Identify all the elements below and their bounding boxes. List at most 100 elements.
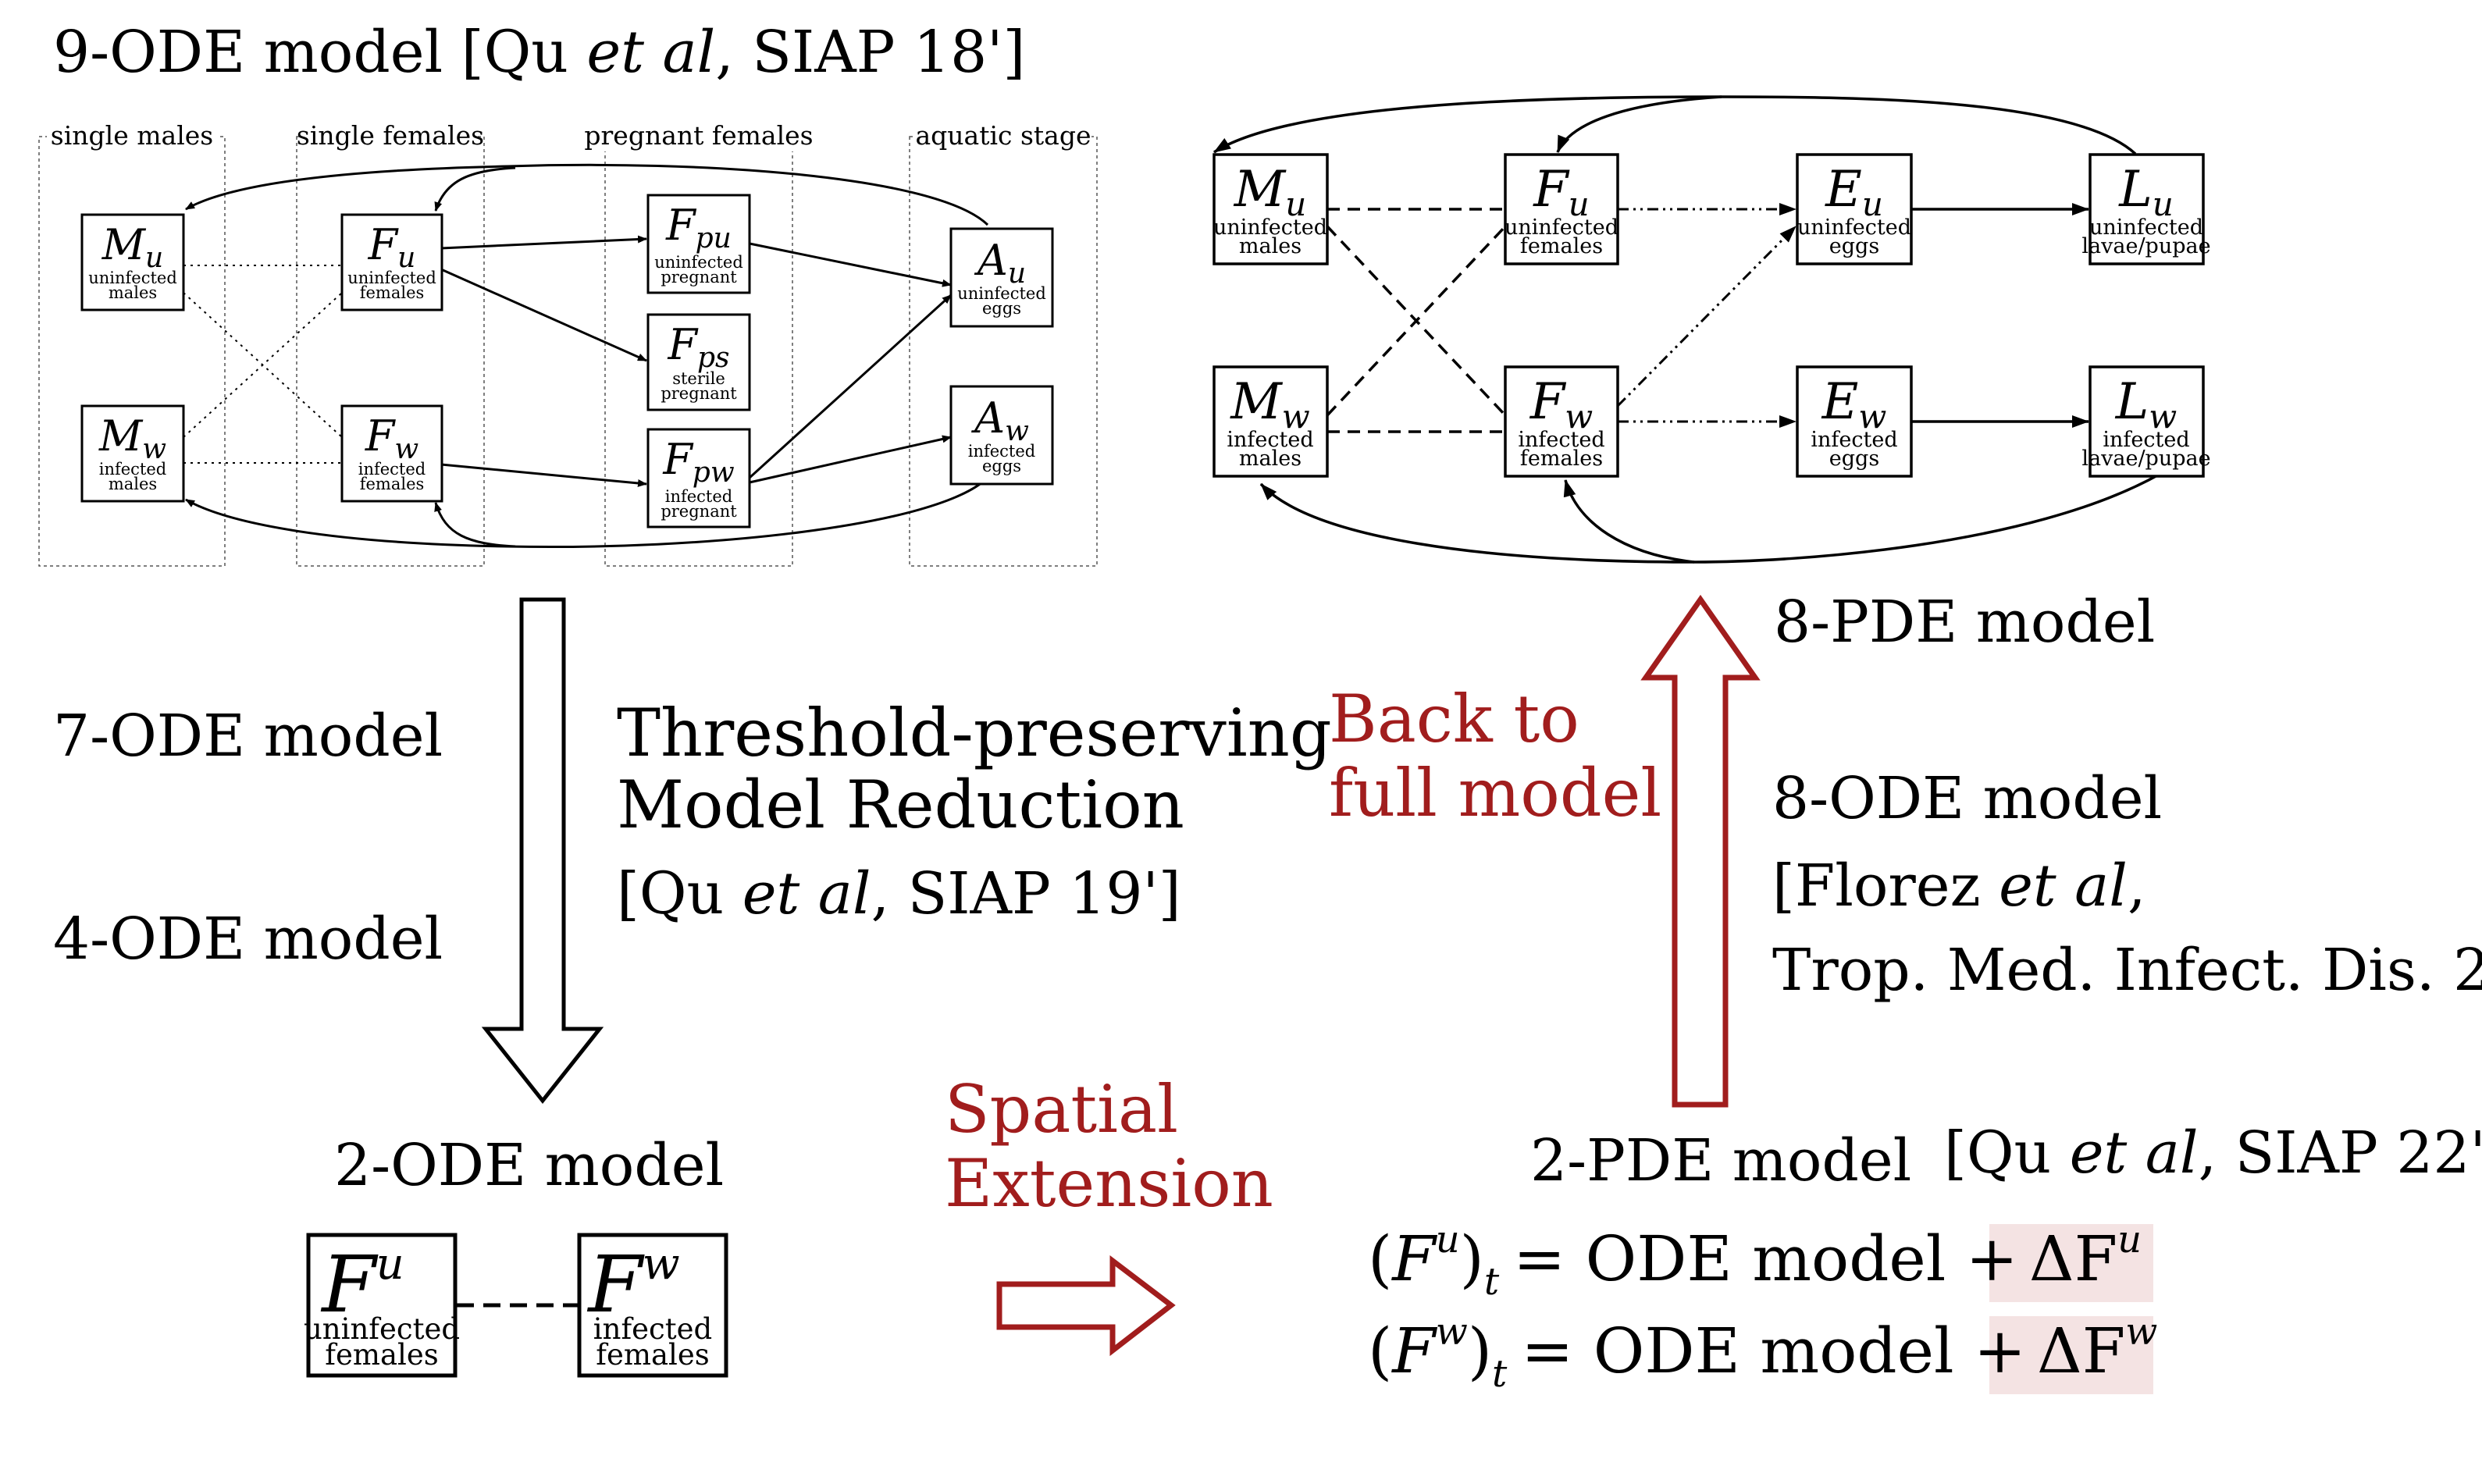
label-ode8: 8-ODE model bbox=[1772, 765, 2162, 832]
back-arrow bbox=[1640, 594, 1761, 1108]
node-fps: Fps sterile pregnant bbox=[646, 313, 751, 411]
eq1-highlight bbox=[1989, 1224, 2153, 1302]
label-ode7: 7-ODE model bbox=[53, 703, 443, 770]
svg-text:Mw: Mw bbox=[1230, 373, 1310, 436]
label-pde8: 8-PDE model bbox=[1774, 589, 2155, 656]
edge-aw-mw bbox=[185, 476, 989, 549]
svg-text:sterile: sterile bbox=[672, 369, 725, 388]
svg-text:females: females bbox=[325, 1338, 438, 1372]
pde-node-fu: Fu uninfected females bbox=[1504, 153, 1619, 265]
svg-text:uninfected: uninfected bbox=[957, 284, 1046, 303]
svg-text:females: females bbox=[596, 1338, 709, 1372]
svg-text:females: females bbox=[1520, 234, 1603, 258]
svg-text:Fpu: Fpu bbox=[665, 201, 732, 254]
pde8-edges bbox=[1213, 95, 2160, 564]
group-box-aquatic-stage bbox=[909, 136, 1098, 567]
reduction-line1: Threshold-preserving bbox=[617, 695, 1332, 771]
svg-text:Fw: Fw bbox=[1529, 373, 1593, 436]
svg-text:Fu: Fu bbox=[368, 220, 416, 274]
svg-text:Lu: Lu bbox=[2118, 161, 2174, 223]
group-box-single-males bbox=[38, 136, 226, 567]
node-fu: Fu uninfected females bbox=[340, 213, 443, 311]
svg-text:Mu: Mu bbox=[1234, 161, 1307, 223]
edge-fpw-au bbox=[748, 294, 953, 479]
spatial-line2: Extension bbox=[945, 1145, 1273, 1222]
svg-text:pregnant: pregnant bbox=[661, 502, 737, 521]
reduction-arrow bbox=[481, 597, 604, 1105]
svg-text:uninfected: uninfected bbox=[88, 269, 177, 287]
svg-text:infected: infected bbox=[99, 460, 167, 479]
svg-text:infected: infected bbox=[358, 460, 426, 479]
svg-text:uninfected: uninfected bbox=[2089, 215, 2203, 240]
svg-text:uninfected: uninfected bbox=[654, 253, 743, 272]
node-au: Au uninfected eggs bbox=[949, 227, 1054, 328]
node-fpu: Fpu uninfected pregnant bbox=[646, 194, 751, 294]
svg-text:pregnant: pregnant bbox=[661, 384, 737, 403]
svg-text:females: females bbox=[360, 283, 425, 302]
svg-text:uninfected: uninfected bbox=[347, 269, 436, 287]
svg-text:Mu: Mu bbox=[101, 220, 163, 274]
pde-equation-2: (Fw)t= ODE model +ΔFw bbox=[1368, 1310, 2157, 1396]
svg-text:Mw: Mw bbox=[98, 411, 166, 465]
svg-text:males: males bbox=[109, 283, 157, 302]
svg-text:Fu: Fu bbox=[320, 1239, 404, 1330]
group-label-pregnant-females: pregnant females bbox=[584, 120, 813, 151]
node-mu: Mu uninfected males bbox=[80, 213, 185, 311]
node-mw: Mw infected males bbox=[80, 404, 185, 503]
svg-text:Fw: Fw bbox=[586, 1239, 679, 1330]
ode9-nodes: Mu uninfected males Mw infected males Fu… bbox=[80, 194, 1054, 528]
svg-text:males: males bbox=[1239, 234, 1302, 258]
ode8-citation-line2: Trop. Med. Infect. Dis. 23'] bbox=[1772, 937, 2482, 1004]
svg-text:Ew: Ew bbox=[1821, 373, 1887, 436]
svg-text:infected: infected bbox=[1811, 428, 1897, 452]
edge-au-mu bbox=[185, 163, 989, 226]
edge-fw-eu bbox=[1616, 225, 1797, 407]
edge-fpw-aw bbox=[749, 435, 952, 484]
svg-text:eggs: eggs bbox=[982, 299, 1021, 318]
svg-text:Au: Au bbox=[974, 236, 1026, 290]
spatial-line1: Spatial bbox=[945, 1071, 1178, 1148]
label-ode4: 4-ODE model bbox=[53, 906, 443, 973]
node-aw: Aw infected eggs bbox=[949, 385, 1054, 486]
spatial-arrow bbox=[996, 1254, 1176, 1357]
pde2-citation: [Qu et al, SIAP 22'] bbox=[1944, 1119, 2482, 1187]
pde-node-fw: Fw infected females bbox=[1504, 365, 1619, 478]
label-ode2: 2-ODE model bbox=[334, 1132, 724, 1199]
pde8-nodes: Mu uninfected males Fu uninfected female… bbox=[1213, 153, 2211, 478]
edge-fpu-au bbox=[749, 242, 952, 287]
edge-lu-fu bbox=[1556, 95, 1722, 153]
svg-text:females: females bbox=[360, 475, 425, 493]
svg-text:Fps: Fps bbox=[668, 320, 730, 374]
svg-text:lavae/pupae: lavae/pupae bbox=[2081, 447, 2210, 471]
edge-aw-fw bbox=[434, 502, 516, 548]
group-label-single-females: single females bbox=[297, 120, 484, 151]
svg-text:uninfected: uninfected bbox=[1797, 215, 1911, 240]
ode9-edges bbox=[183, 163, 989, 549]
edge-lw-fw bbox=[1563, 479, 1695, 564]
pde-node-mu: Mu uninfected males bbox=[1213, 153, 1329, 265]
pde-node-lw: Lw infected lavae/pupae bbox=[2081, 365, 2211, 478]
node-fpw: Fpw infected pregnant bbox=[646, 428, 751, 528]
back-line2: full model bbox=[1329, 755, 1661, 831]
svg-text:Lw: Lw bbox=[2115, 373, 2178, 436]
svg-text:Aw: Aw bbox=[970, 393, 1029, 447]
node-fw: Fw infected females bbox=[340, 404, 443, 503]
pde-node-eu: Eu uninfected eggs bbox=[1796, 153, 1913, 265]
svg-text:males: males bbox=[109, 475, 157, 493]
svg-text:infected: infected bbox=[1227, 428, 1313, 452]
edge-lu-loop bbox=[1721, 95, 2137, 155]
group-label-single-males: single males bbox=[51, 120, 213, 151]
svg-text:lavae/pupae: lavae/pupae bbox=[2081, 234, 2210, 258]
svg-text:eggs: eggs bbox=[1829, 447, 1879, 471]
edge-lu-mu bbox=[1213, 95, 1722, 154]
edge-lw-mw bbox=[1259, 473, 2160, 564]
svg-text:Eu: Eu bbox=[1825, 161, 1883, 223]
svg-text:eggs: eggs bbox=[1829, 234, 1879, 258]
ode9-groups bbox=[38, 136, 1098, 567]
reduction-line2: Model Reduction bbox=[617, 767, 1184, 843]
svg-text:uninfected: uninfected bbox=[1505, 215, 1618, 240]
label-pde2: 2-PDE model bbox=[1530, 1127, 1911, 1194]
svg-text:uninfected: uninfected bbox=[1213, 215, 1327, 240]
svg-text:Fpw: Fpw bbox=[662, 435, 735, 489]
